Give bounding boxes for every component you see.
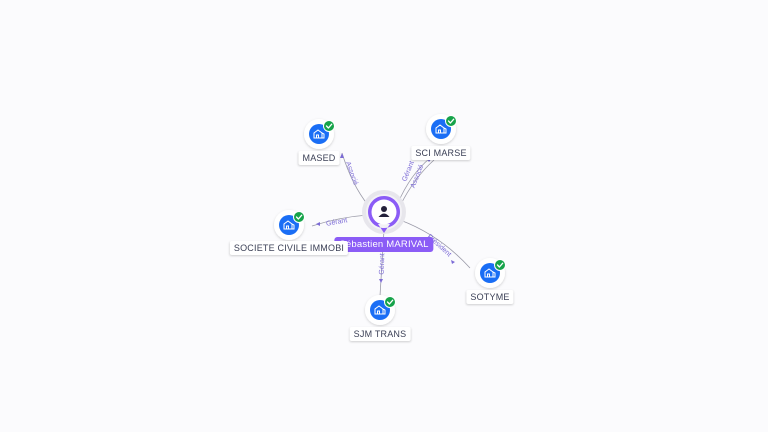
verified-check-icon <box>323 120 335 132</box>
building-icon <box>374 305 386 315</box>
company-node-sotyme[interactable] <box>475 258 506 288</box>
verified-check-icon <box>384 296 396 308</box>
company-label-mased[interactable]: MASED <box>298 151 340 165</box>
person-node[interactable] <box>362 190 406 234</box>
building-icon <box>435 124 447 134</box>
building-icon <box>484 268 496 278</box>
company-label-sotyme[interactable]: SOTYME <box>466 290 514 304</box>
edge-label: Gérant <box>379 253 387 275</box>
company-node-sjm-trans[interactable] <box>365 295 396 325</box>
company-label-sjm-trans[interactable]: SJM TRANS <box>349 327 411 341</box>
arrow-mased <box>340 153 344 158</box>
edge-sotyme <box>399 219 471 269</box>
company-node-societe-civile[interactable] <box>274 210 305 240</box>
edge-sjm-trans <box>379 229 385 297</box>
arrow-sotyme <box>451 260 455 264</box>
building-icon <box>283 220 295 230</box>
edge-label: Gérant <box>326 217 348 228</box>
person-name-label[interactable]: Sébastien MARIVAL <box>334 237 434 252</box>
arrow-sjm-trans <box>379 279 383 283</box>
edge-label: Associé <box>344 161 359 187</box>
verified-check-icon <box>494 259 506 271</box>
building-icon <box>313 129 325 139</box>
verified-check-icon <box>445 115 457 127</box>
arrow-societe-civile <box>316 222 320 226</box>
verified-check-icon <box>293 211 305 223</box>
company-nodes <box>274 114 506 325</box>
company-label-societe-civile[interactable]: SOCIETE CIVILE IMMOBI <box>229 241 349 255</box>
company-label-sci-marse[interactable]: SCI MARSE <box>411 146 471 160</box>
company-node-sci-marse[interactable] <box>426 114 457 144</box>
person-icon <box>378 206 390 217</box>
company-node-mased[interactable] <box>304 119 335 149</box>
